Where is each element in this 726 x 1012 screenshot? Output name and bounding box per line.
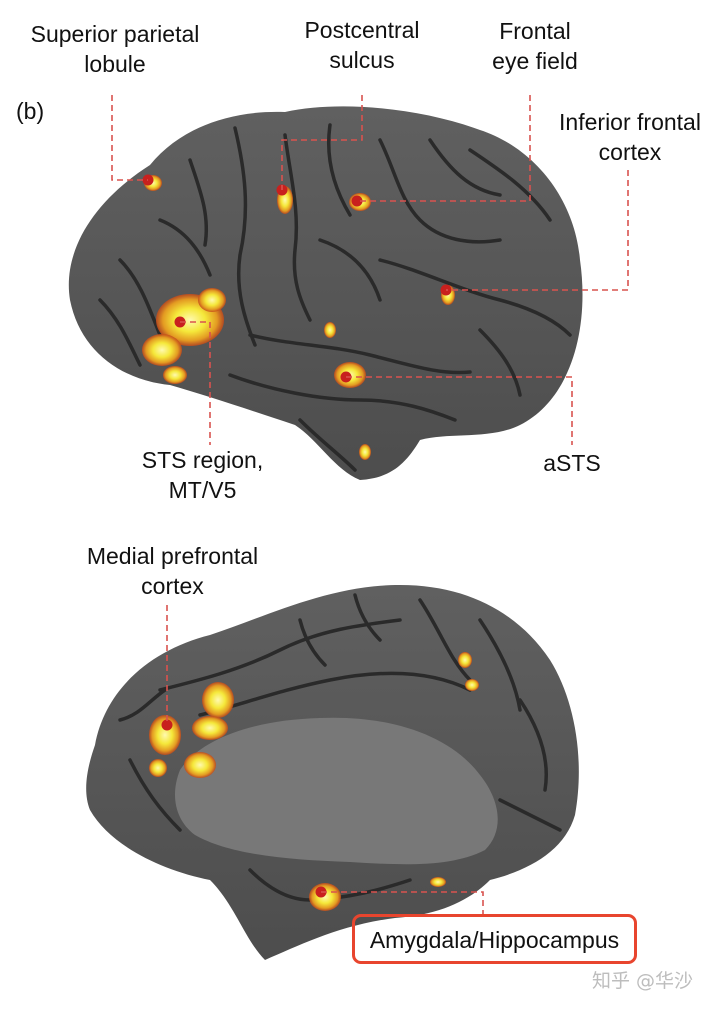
lateral-activations bbox=[142, 175, 455, 460]
watermark: 知乎 @华沙 bbox=[592, 970, 694, 992]
lateral-brain-surface bbox=[68, 106, 583, 480]
label-sts-region: STS region, MT/V5 bbox=[141, 447, 264, 503]
label-amygdala-hippocampus: Amygdala/Hippocampus bbox=[369, 927, 620, 953]
label-inferior-frontal-cortex: Inferior frontal cortex bbox=[559, 109, 701, 165]
label-superior-parietal-lobule: Superior parietal lobule bbox=[30, 21, 200, 77]
marker-frontal-eye-field bbox=[351, 195, 363, 207]
label-postcentral-sulcus: Postcentral sulcus bbox=[304, 17, 420, 73]
marker-medial-prefrontal bbox=[161, 719, 173, 731]
lateral-brain bbox=[68, 95, 629, 480]
highlight-amygdala-hippocampus: Amygdala/Hippocampus bbox=[352, 914, 637, 964]
label-medial-prefrontal-cortex: Medial prefrontal cortex bbox=[86, 543, 259, 599]
medial-wall bbox=[175, 717, 498, 865]
medial-brain bbox=[86, 585, 579, 960]
medial-leader-lines bbox=[166, 605, 484, 915]
label-asts: aSTS bbox=[543, 450, 601, 476]
lateral-sulci bbox=[98, 123, 572, 472]
panel-label: (b) bbox=[16, 98, 45, 124]
label-frontal-eye-field: Frontal eye field bbox=[492, 18, 578, 74]
lateral-leader-lines bbox=[111, 95, 629, 445]
